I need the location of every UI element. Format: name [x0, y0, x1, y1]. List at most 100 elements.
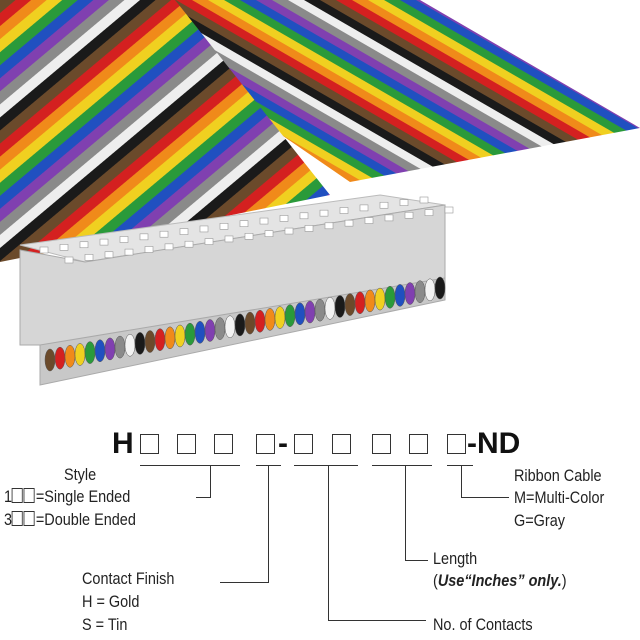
wire-end: [84, 341, 96, 364]
length-box-2: [409, 434, 428, 454]
wire-end: [214, 317, 226, 340]
wire-end: [274, 306, 286, 329]
style-single-text: =Single Ended: [35, 487, 131, 506]
style-leader-h: [196, 497, 211, 498]
ribbon-cable-right: [85, 0, 640, 182]
contact-hole: [99, 238, 109, 246]
wire-end: [324, 297, 336, 320]
ribbon-box: [447, 434, 466, 454]
style-double-text: =Double Ended: [35, 510, 136, 529]
contact-hole: [224, 235, 234, 243]
contact-hole: [79, 241, 89, 249]
wire-end: [44, 348, 56, 372]
contact-hole: [144, 246, 154, 253]
contact-hole: [59, 244, 69, 251]
wire-end: [434, 276, 446, 300]
contact-hole: [424, 209, 434, 216]
wire-end: [74, 343, 86, 366]
style-box-3: [214, 434, 233, 454]
contact-hole: [84, 254, 94, 261]
finish-box: [256, 434, 275, 454]
finish-leader-h: [220, 582, 269, 583]
wire-ends: [44, 276, 446, 372]
wire-end: [294, 302, 306, 326]
wire-end: [174, 324, 186, 348]
finish-gold: H = Gold: [82, 592, 140, 611]
wire-end: [394, 284, 406, 307]
contacts-box-1: [294, 434, 313, 454]
part-dash: -: [278, 427, 288, 460]
ribbon-underline: [447, 465, 473, 466]
contact-hole: [259, 217, 269, 225]
wire-end: [374, 287, 386, 311]
wire-end: [64, 345, 76, 368]
contact-hole: [319, 209, 329, 217]
contact-hole: [284, 227, 294, 235]
contact-hole: [444, 206, 454, 214]
contact-hole: [204, 238, 214, 245]
contact-hole: [119, 236, 129, 243]
style-double: 3 =Double Ended: [4, 510, 136, 530]
length-note-bold: Use“Inches” only.: [437, 571, 562, 590]
ribbon-multi: M=Multi-Color: [514, 488, 605, 507]
contact-hole: [404, 211, 414, 219]
contact-hole: [239, 220, 249, 227]
part-suffix: -ND: [467, 427, 521, 460]
contact-hole: [179, 228, 189, 235]
part-prefix: H: [112, 427, 134, 460]
wire-end: [384, 285, 396, 309]
length-note-close: ): [561, 571, 567, 590]
wire-end: [264, 308, 276, 331]
ribbon-leader-h: [461, 497, 509, 498]
style-box-1: [140, 434, 159, 454]
wire-end: [314, 298, 326, 322]
wire-end: [104, 337, 116, 361]
wire-end: [54, 346, 66, 370]
contact-hole: [384, 214, 394, 222]
ribbon-gray: G=Gray: [514, 511, 565, 530]
contact-hole: [184, 240, 194, 248]
style-underline: [140, 465, 240, 466]
wire-end: [364, 289, 376, 313]
style-single: 1 =Single Ended: [4, 487, 130, 507]
contact-hole: [139, 233, 149, 241]
contact-hole: [164, 243, 174, 251]
wire-end: [134, 332, 146, 355]
contact-hole: [379, 201, 389, 209]
contact-hole: [339, 207, 349, 214]
wire-end: [334, 295, 346, 318]
wire-end: [404, 282, 416, 305]
length-title: Length: [433, 549, 478, 568]
style-single-code: 1: [4, 487, 13, 506]
finish-tin: S = Tin: [82, 615, 128, 634]
wire-end: [354, 291, 366, 315]
wire-end: [284, 304, 296, 327]
contacts-leader: [328, 465, 329, 621]
contact-hole: [244, 233, 254, 240]
wire-end: [114, 335, 126, 359]
contact-hole: [304, 225, 314, 232]
wire-end: [144, 330, 156, 353]
wire-end: [304, 300, 316, 324]
finish-leader: [268, 465, 269, 583]
contact-hole: [324, 222, 334, 230]
connector-contact-holes: [39, 196, 454, 264]
wire-end: [254, 309, 266, 333]
contacts-title: No. of Contacts: [433, 615, 533, 634]
wire-end: [94, 339, 106, 363]
wire-end: [224, 315, 236, 339]
wire-end: [184, 322, 196, 346]
style-title: Style: [64, 465, 97, 484]
finish-title: Contact Finish: [82, 569, 175, 588]
ribbon-leader: [461, 465, 462, 498]
length-leader-h: [405, 560, 428, 561]
contact-hole: [124, 248, 134, 256]
contact-hole: [104, 251, 114, 259]
length-note: (Use“Inches” only.): [433, 571, 567, 591]
style-double-code: 3: [4, 510, 13, 529]
wire-end: [194, 321, 206, 344]
ribbon-cable-left: [0, 0, 330, 262]
wire-end: [164, 326, 176, 350]
wire-end: [124, 333, 136, 357]
length-underline: [372, 465, 432, 466]
